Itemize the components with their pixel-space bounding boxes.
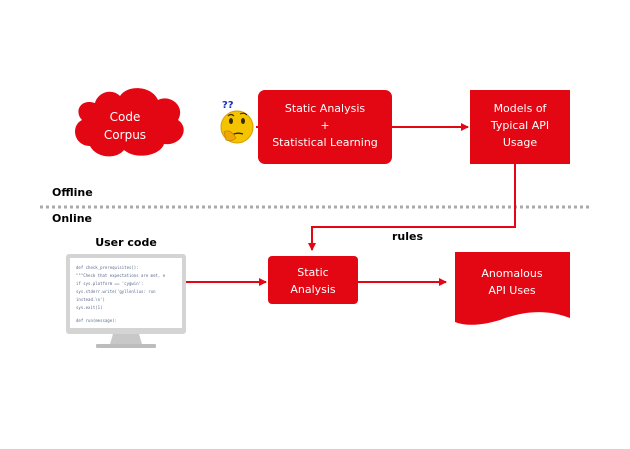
sal-line-3: Statistical Learning xyxy=(272,136,378,149)
online-label: Online xyxy=(52,212,92,225)
question-marks: ?? xyxy=(222,100,234,111)
thinking-face-icon: ?? xyxy=(220,100,254,144)
rules-label: rules xyxy=(392,230,423,243)
models-box: Models of Typical API Usage xyxy=(470,90,570,164)
monitor-icon: def check_prerequisites(): """Check that… xyxy=(66,254,186,348)
code-corpus-line-1: Code xyxy=(110,110,141,124)
anomalous-api-uses-document: Anomalous API Uses xyxy=(455,252,570,325)
code-line-1: def check_prerequisites(): xyxy=(76,265,139,270)
sa-line-1: Static xyxy=(297,266,328,279)
sal-line-1: Static Analysis xyxy=(285,102,366,115)
code-line-6: sys.exit(1) xyxy=(76,305,103,310)
code-line-4: sys.stderr.write('gyllenlius: run xyxy=(76,289,156,294)
code-line-3: if sys.platform == 'cygwin': xyxy=(76,281,143,286)
user-code-label: User code xyxy=(95,236,157,249)
code-line-8: def run(message): xyxy=(76,318,117,323)
models-line-2: Typical API xyxy=(490,119,549,132)
static-analysis-box: Static Analysis xyxy=(268,256,358,304)
code-line-2: """Check that expectations are met, e xyxy=(76,273,166,278)
arrow-models-to-static-analysis xyxy=(308,164,516,251)
sal-line-2: + xyxy=(320,119,329,132)
offline-label: Offline xyxy=(52,186,93,199)
user-code-snippet: def check_prerequisites(): """Check that… xyxy=(76,265,166,323)
models-line-1: Models of xyxy=(494,102,548,115)
code-line-5: instead.\n') xyxy=(76,297,105,302)
code-corpus-line-2: Corpus xyxy=(104,128,146,142)
anomalous-line-1: Anomalous xyxy=(481,267,542,280)
code-corpus-cloud: Code Corpus xyxy=(75,88,184,157)
sa-line-2: Analysis xyxy=(290,283,336,296)
anomalous-line-2: API Uses xyxy=(488,284,535,297)
models-line-3: Usage xyxy=(503,136,538,149)
static-analysis-learning-box: Static Analysis + Statistical Learning xyxy=(258,90,392,164)
